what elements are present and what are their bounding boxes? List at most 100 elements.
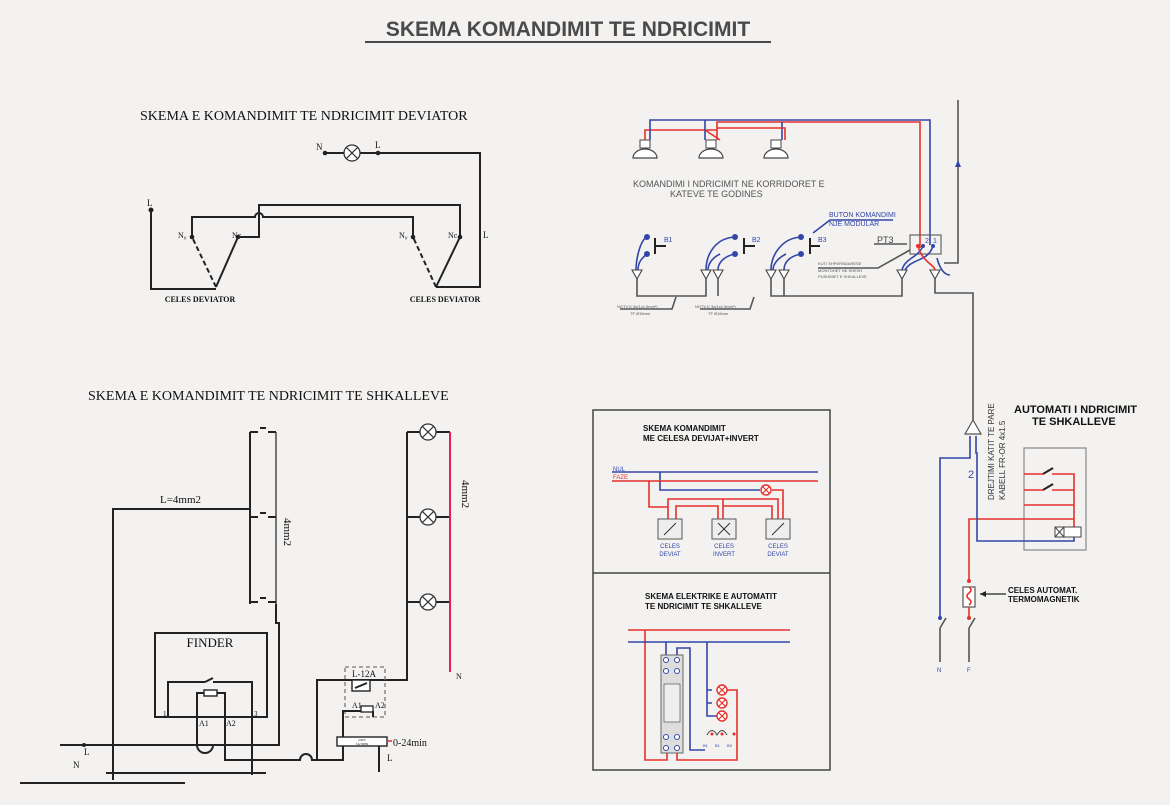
corridor-cable_note_1-label: NGTV K 3x(1x1.5mm²) — [617, 304, 658, 309]
diagram-stroke — [705, 236, 736, 271]
diagram-stroke — [410, 234, 416, 240]
diagram-stroke — [148, 207, 154, 213]
stairs-timer_text1-label: 230V — [358, 738, 366, 742]
diagram-stroke — [628, 641, 790, 751]
corridor-terminal_2-label: 2 — [925, 238, 929, 245]
diagram-stroke — [60, 604, 280, 746]
diagram-stroke — [980, 591, 986, 597]
deviator-contact_nc-label: Nc — [232, 231, 242, 240]
diagram-stroke — [407, 431, 450, 603]
automat-label_N-label: N — [937, 668, 941, 674]
diagram-stroke — [939, 436, 971, 618]
page-title: SKEMA KOMANDIMIT TE NDRICIMIT — [386, 18, 751, 41]
panel_top-switches-0-line2-label: DEVIAT — [659, 552, 681, 558]
diagram-stroke — [632, 148, 658, 159]
deviator-contact_no-label: N₀ — [178, 231, 187, 240]
corridor-buttons-0-label: B1 — [664, 237, 673, 244]
corridor-cable_note_2-label: TF Ø16mm — [708, 311, 729, 316]
stairs-cable_main-label: L=4mm2 — [160, 494, 201, 506]
diagram-stroke — [344, 666, 386, 718]
panel_top-switches-0-line1-label: CELES — [660, 544, 680, 550]
diagram-stroke — [939, 617, 976, 662]
diagram-stroke — [238, 204, 461, 238]
diagram-stroke — [419, 508, 437, 526]
diagram-stroke — [419, 423, 437, 441]
diagram-stroke — [921, 244, 925, 248]
diagram-stroke — [215, 236, 239, 288]
automat-breaker_2-label: TERMOMAGNETIK — [1008, 595, 1080, 604]
stairs-timer_text2-label: 5A/50Hz — [356, 742, 369, 746]
diagram-stroke — [635, 236, 802, 271]
diagram-stroke — [700, 269, 712, 281]
stairs-label_L-label: L — [84, 747, 90, 757]
panel-switch-scheme: SKEMA KOMANDIMIT ME CELESA DEVIJAT+INVER… — [592, 409, 831, 771]
diagram-stroke — [717, 253, 736, 271]
diagram-stroke — [636, 279, 903, 297]
diagram-stroke — [798, 251, 804, 257]
diagram-stroke — [663, 745, 669, 751]
corridor-box_note_3-label: PUSHIMET E SHKALLEVE — [818, 274, 867, 279]
automat-enclosure — [1023, 447, 1087, 551]
diagram-stroke — [917, 245, 936, 271]
stairs-cable_switches-label: 4mm2 — [281, 518, 293, 546]
diagram-stroke — [612, 480, 818, 520]
panel-automat-scheme: SKEMA ELEKTRIKE E AUTOMATIT TE NDRICIMIT… — [628, 592, 790, 761]
diagram-stroke — [765, 269, 777, 281]
deviator-label_L-label: L — [375, 140, 381, 150]
diagram-stroke — [778, 269, 790, 281]
diagram-stroke — [716, 684, 728, 696]
diagram-stroke — [639, 139, 651, 149]
diagram-stroke — [360, 705, 374, 713]
diagram-stroke — [250, 512, 276, 518]
diagram-stroke — [896, 269, 908, 281]
diagram-stroke — [716, 697, 728, 709]
diagram-stroke — [375, 150, 381, 156]
stairs-diagram: SKEMA E KOMANDIMIT TE NDRICIMIT TE SHKAL… — [20, 389, 471, 784]
diagram-stroke — [628, 629, 790, 761]
corridor-riser_cable-label: KABELL FR-OR 4x1.5 — [998, 420, 1007, 500]
diagram-stroke — [631, 269, 941, 281]
automat-label_F-label: F — [967, 668, 971, 674]
diagram-stroke — [968, 518, 1074, 582]
diagram-stroke — [706, 730, 728, 737]
corridor-button_callout_1-label: BUTON KOMANDIMI — [829, 212, 896, 219]
diagram-stroke — [657, 518, 791, 540]
diagram-stroke — [720, 732, 724, 736]
panel_bottom-heading_line2-label: TE NDRICIMIT TE SHKALLEVE — [645, 602, 763, 611]
panel_top-switches-2-line1-label: CELES — [768, 544, 788, 550]
diagram-stroke — [921, 244, 935, 248]
corridor-heading_line2-label: KATEVE TE GODINES — [670, 189, 763, 199]
deviator-diagram: SKEMA E KOMANDIMIT TE NDRICIMIT DEVIATOR… — [140, 109, 489, 304]
stairs-label_N-label: N — [73, 760, 80, 770]
panel_top-switches-1-line2-label: INVERT — [713, 552, 735, 558]
deviator-label_L-label: L — [147, 198, 153, 208]
corridor-cable_note_2-label: TF Ø16mm — [630, 311, 651, 316]
diagram-stroke — [763, 148, 789, 159]
panel_bottom-buttons-1-label: B1 — [715, 743, 721, 748]
diagram-stroke — [663, 668, 669, 674]
stairs-label_L-label: L — [387, 753, 393, 763]
diagram-stroke — [938, 616, 942, 620]
switch-label-left: CELES DEVIATOR — [165, 295, 236, 304]
corridor-buttons-2-label: B3 — [818, 237, 827, 244]
diagram-stroke — [1024, 473, 1075, 535]
diagram-stroke — [916, 244, 920, 248]
diagram-stroke — [342, 710, 374, 738]
diagram-stroke — [732, 251, 738, 257]
junction-box-pt3 — [909, 234, 942, 255]
diagram-stroke — [934, 279, 974, 420]
diagram-stroke — [612, 471, 818, 491]
diagram-stroke — [663, 657, 669, 663]
stairs-t1-label: 1 — [163, 710, 167, 718]
diagram-stroke — [707, 253, 721, 271]
diagram-stroke — [663, 734, 669, 740]
automat-breaker_1-label: CELES AUTOMAT. — [1008, 586, 1077, 595]
diagram-stroke — [112, 508, 250, 780]
diagram-stroke — [644, 234, 804, 257]
deviator-contact_no-label: N₀ — [399, 231, 408, 240]
diagram-stroke — [620, 296, 755, 310]
diagram-stroke — [150, 210, 216, 290]
diagram-stroke — [354, 682, 368, 689]
diagram-stroke — [929, 269, 941, 281]
